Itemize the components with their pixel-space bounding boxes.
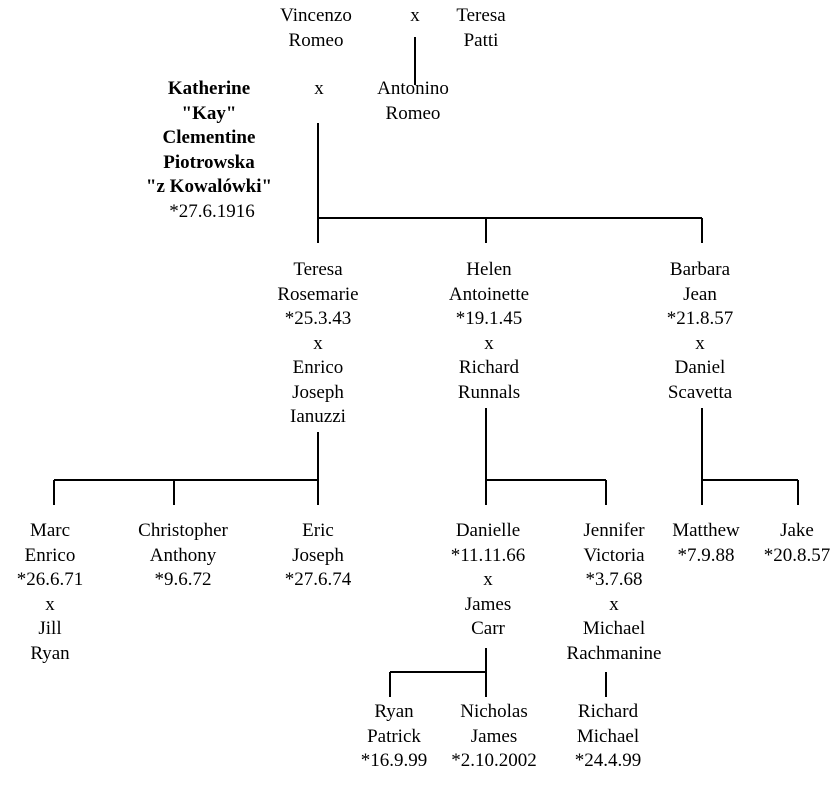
person-marc-enrico: Marc Enrico *26.6.71 x Jill Ryan — [16, 520, 84, 664]
person-christopher-anthony: Christopher Anthony *9.6.72 — [138, 520, 228, 590]
person-eric-joseph: Eric Joseph *27.6.74 — [284, 520, 352, 590]
marriage-marker: x — [410, 5, 420, 26]
person-richard-michael: Richard Michael *24.4.99 — [574, 701, 642, 771]
person-teresa-patti: Teresa Patti — [456, 5, 506, 51]
person-ryan-patrick: Ryan Patrick *16.9.99 — [360, 701, 428, 771]
person-danielle: Danielle *11.11.66 x James Carr — [450, 520, 526, 639]
person-katherine-piotrowska: Katherine "Kay" Clementine Piotrowska "z… — [145, 78, 273, 197]
person-teresa-rosemarie: Teresa Rosemarie *25.3.43 x Enrico Josep… — [277, 259, 359, 427]
person-barbara-jean: Barbara Jean *21.8.57 x Daniel Scavetta — [666, 259, 734, 403]
person-nicholas-james: Nicholas James *2.10.2002 — [451, 701, 537, 771]
person-matthew: Matthew *7.9.88 — [672, 520, 740, 566]
marriage-marker: x — [314, 78, 324, 99]
person-jennifer-victoria: Jennifer Victoria *3.7.68 x Michael Rach… — [566, 520, 662, 664]
person-antonino-romeo: Antonino Romeo — [377, 78, 449, 124]
person-vincenzo-romeo: Vincenzo Romeo — [280, 5, 352, 51]
person-jake: Jake *20.8.57 — [763, 520, 831, 566]
person-helen-antoinette: Helen Antoinette *19.1.45 x Richard Runn… — [448, 259, 530, 403]
birth-date-katherine: *27.6.1916 — [169, 201, 255, 222]
